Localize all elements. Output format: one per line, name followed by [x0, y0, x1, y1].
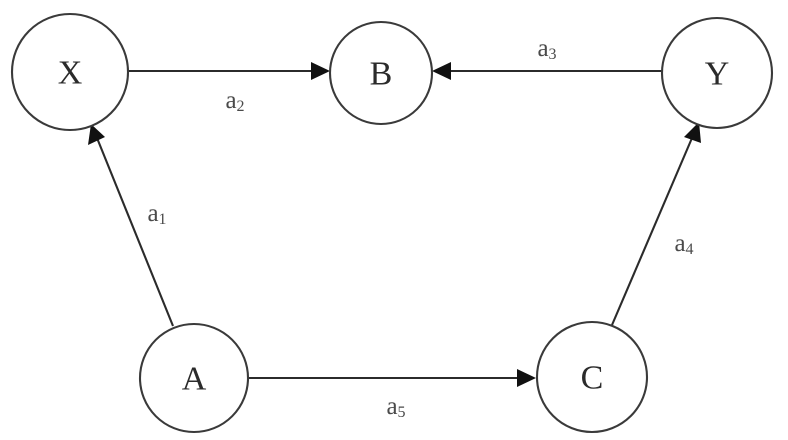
- node-b-circle[interactable]: [328, 20, 434, 126]
- node-b-label: B: [370, 56, 393, 93]
- edge-a2: a2: [128, 62, 330, 115]
- edge-a3-label: a3: [537, 35, 556, 63]
- edge-a2-label: a2: [225, 87, 244, 115]
- node-x-circle[interactable]: [10, 12, 130, 132]
- edge-a3: a3: [432, 35, 662, 80]
- node-x[interactable]: X: [10, 12, 130, 132]
- node-x-label: X: [58, 55, 83, 92]
- node-c-label: C: [581, 360, 604, 397]
- node-a[interactable]: A: [138, 322, 250, 434]
- node-a-label: A: [182, 361, 207, 398]
- edge-a4-label: a4: [674, 230, 693, 258]
- node-c-circle[interactable]: [535, 320, 649, 434]
- edge-a5: a5: [248, 369, 536, 421]
- edge-a1-arrowhead: [88, 124, 105, 145]
- edge-a2-arrowhead: [311, 62, 330, 80]
- node-y-label: Y: [705, 56, 730, 93]
- edge-a5-arrowhead: [517, 369, 536, 387]
- node-c[interactable]: C: [535, 320, 649, 434]
- node-b[interactable]: B: [328, 20, 434, 126]
- edge-a5-label: a5: [386, 393, 405, 421]
- node-a-circle[interactable]: [138, 322, 250, 434]
- edge-a1-label: a1: [147, 200, 166, 228]
- edge-a1: a1: [88, 124, 174, 327]
- node-y-circle[interactable]: [660, 16, 774, 130]
- edge-a3-arrowhead: [432, 62, 451, 80]
- edge-a4: a4: [611, 122, 701, 326]
- edge-a1-line: [94, 132, 174, 327]
- edge-a4-line: [611, 130, 696, 326]
- edge-a4-arrowhead: [684, 122, 701, 143]
- node-y[interactable]: Y: [660, 16, 774, 130]
